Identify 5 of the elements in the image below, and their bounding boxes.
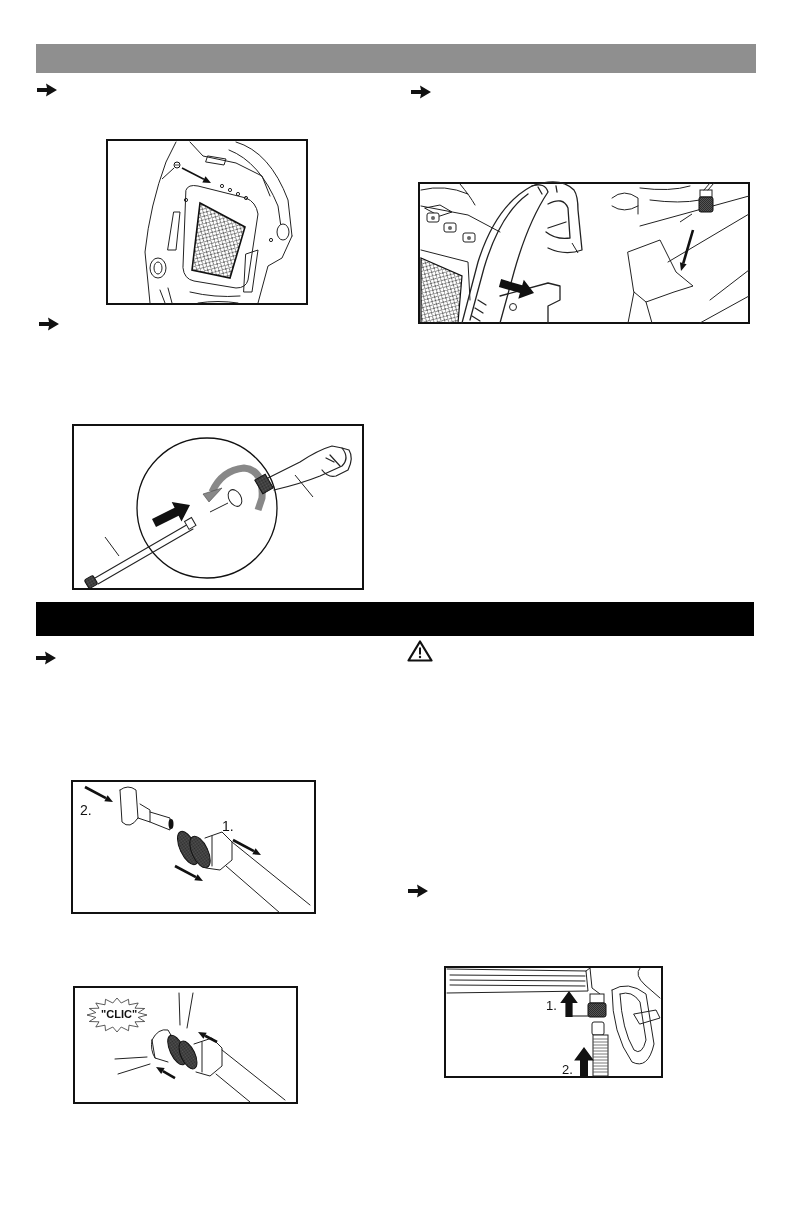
sound-effect-text: "CLIC" [101, 1009, 138, 1020]
step-number: 2. [562, 1063, 573, 1076]
step-number: 2. [80, 803, 92, 817]
step-number: 1. [546, 999, 557, 1012]
step-number: 1. [222, 819, 234, 833]
